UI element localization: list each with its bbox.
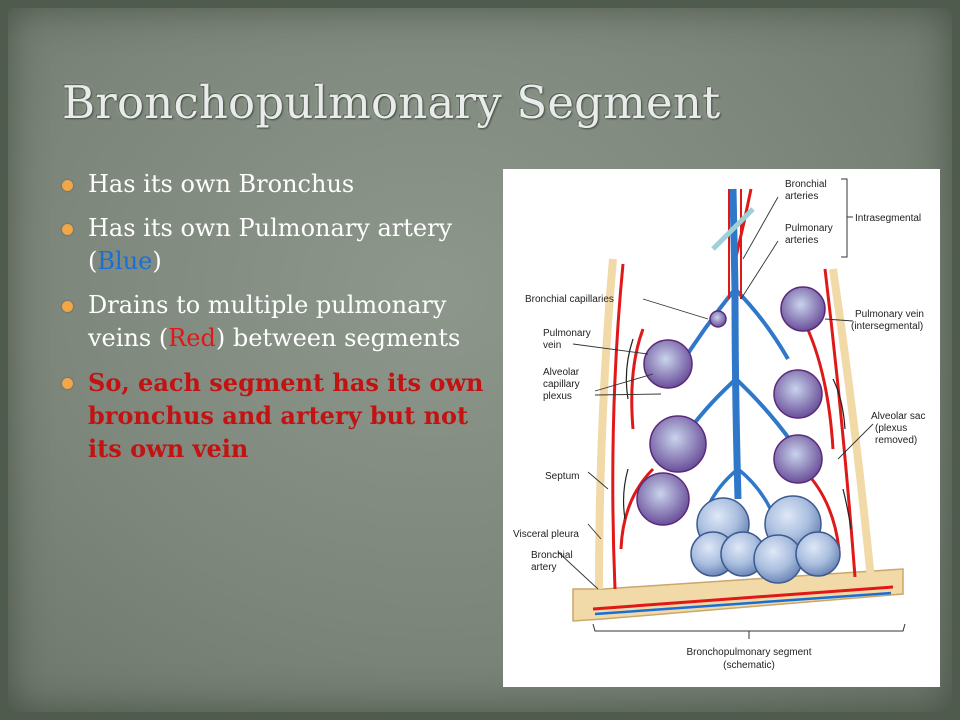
red-highlight: Red — [168, 324, 216, 352]
bullet-item-emphasis: So, each segment has its own bronchus an… — [62, 366, 502, 465]
label-intrasegmental: Intrasegmental — [855, 213, 921, 224]
label-pulmonary-vein-left-2: vein — [543, 340, 561, 351]
blue-highlight: Blue — [97, 247, 153, 275]
segment-diagram-svg: Bronchial arteries Pulmonary arteries In… — [513, 178, 925, 671]
bullet-list: Has its own Bronchus Has its own Pulmona… — [62, 168, 502, 476]
label-alveolar-sac-1: Alveolar sac — [871, 411, 925, 422]
bullet-dot-icon — [62, 224, 73, 235]
label-caption-2: (schematic) — [723, 660, 775, 671]
label-alveolar-capillary-plexus-3: plexus — [543, 391, 572, 402]
label-bronchial-arteries-2: arteries — [785, 191, 818, 202]
bullet-text: Has its own Pulmonary artery ( — [88, 214, 453, 275]
label-pulmonary-arteries-2: arteries — [785, 235, 818, 246]
bullet-item: Has its own Pulmonary artery (Blue) — [62, 212, 502, 278]
label-caption-1: Bronchopulmonary segment — [686, 647, 811, 658]
label-bronchial-capillaries: Bronchial capillaries — [525, 294, 614, 305]
segment-diagram: Bronchial arteries Pulmonary arteries In… — [503, 169, 940, 687]
slide-title: Bronchopulmonary Segment — [62, 76, 721, 129]
label-bronchial-artery-2: artery — [531, 562, 557, 573]
bullet-text: Has its own Bronchus — [88, 170, 355, 198]
alveolar-capillary-clusters — [636, 286, 826, 526]
label-bronchial-artery-1: Bronchial — [531, 550, 573, 561]
bullet-dot-icon — [62, 301, 73, 312]
bullet-dot-icon — [62, 378, 73, 389]
label-pulmonary-vein-right-1: Pulmonary vein — [855, 309, 924, 320]
bullet-item: Drains to multiple pulmonary veins (Red)… — [62, 289, 502, 355]
bullet-item: Has its own Bronchus — [62, 168, 502, 201]
label-alveolar-capillary-plexus-2: capillary — [543, 379, 580, 390]
bullet-text: ) between segments — [215, 324, 461, 352]
label-septum: Septum — [545, 471, 579, 482]
label-visceral-pleura: Visceral pleura — [513, 529, 579, 540]
bullet-text: ) — [152, 247, 162, 275]
bullet-dot-icon — [62, 180, 73, 191]
label-pulmonary-vein-right-2: (intersegmental) — [851, 321, 923, 332]
label-brackets — [592, 178, 906, 639]
flow-arrows — [622, 338, 852, 530]
bullet-text: So, each segment has its own bronchus an… — [88, 368, 484, 463]
label-alveolar-capillary-plexus-1: Alveolar — [543, 367, 580, 378]
label-alveolar-sac-3: removed) — [875, 435, 917, 446]
label-alveolar-sac-2: (plexus — [875, 423, 907, 434]
label-bronchial-arteries-1: Bronchial — [785, 179, 827, 190]
label-pulmonary-vein-left-1: Pulmonary — [543, 328, 591, 339]
label-pulmonary-arteries-1: Pulmonary — [785, 223, 833, 234]
alveolar-sacs — [690, 495, 841, 584]
bullet-text: Drains to multiple pulmonary veins ( — [88, 291, 447, 352]
leader-lines — [557, 196, 874, 590]
septum-walls — [595, 258, 875, 590]
